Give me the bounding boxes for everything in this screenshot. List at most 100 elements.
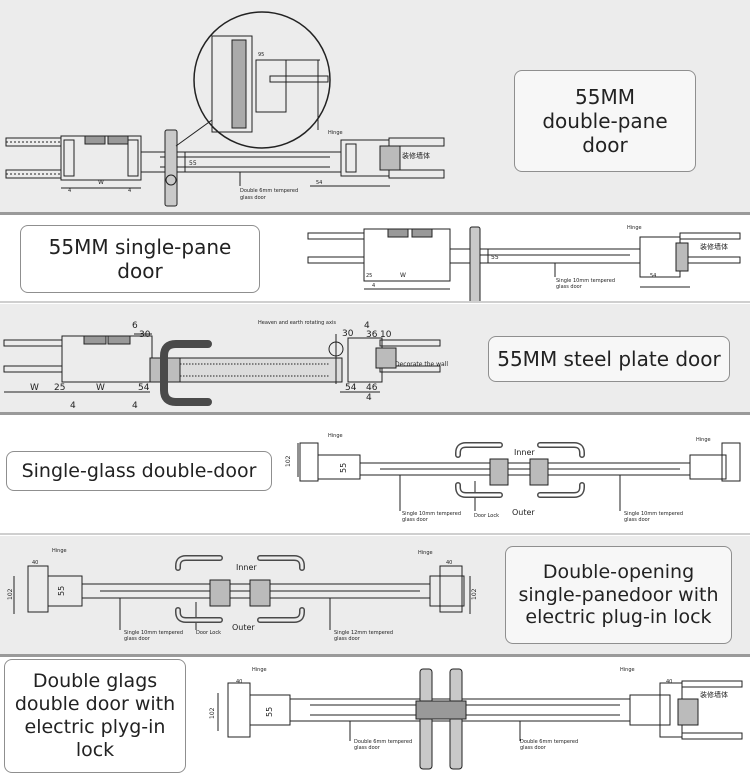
- title-line-1: 55MM single-pane: [48, 235, 232, 259]
- title-line-2: door: [117, 259, 163, 283]
- panel-title-box: 55MM double-pane door: [514, 70, 696, 172]
- single-glass-double-door-drawing: Hinge Hinge Inner Outer Door Lock Single…: [285, 433, 741, 523]
- divider: [0, 212, 750, 215]
- panel-title-box: 55MM steel plate door: [488, 336, 730, 382]
- glass-note-line-1: Double 6mm tempered: [240, 188, 298, 194]
- dim-55: 55: [57, 586, 66, 596]
- dim-4b: 4: [128, 188, 131, 194]
- glass-right-line-2: glass door: [334, 636, 361, 642]
- wall-label: 装修墙体: [402, 151, 430, 160]
- title-line-1: 55MM steel plate door: [497, 347, 721, 371]
- outer-label: Outer: [512, 508, 535, 517]
- dim-55: 55: [189, 160, 197, 167]
- hinge-label: Hinge: [328, 130, 343, 136]
- dim-10: 10: [380, 330, 392, 340]
- inner-label: Inner: [514, 448, 535, 457]
- title-line-2: single-panedoor with: [518, 583, 719, 606]
- hinge-label-right: Hinge: [620, 667, 635, 673]
- title-line-4: lock: [75, 738, 115, 761]
- divider: [0, 533, 750, 535]
- w-dimension-2: W: [96, 383, 105, 393]
- panel-steel-plate-door: Heaven and earth rotating axis Decorate …: [0, 304, 750, 412]
- glass-right-line-1: Double 6mm tempered: [520, 739, 578, 745]
- dim-55: 55: [491, 254, 499, 261]
- dim-4-top: 4: [364, 321, 370, 331]
- dim-102: 102: [285, 455, 292, 467]
- inner-label: Inner: [236, 563, 257, 572]
- dim-40-right: 40: [446, 560, 452, 566]
- dim-36: 36: [366, 330, 378, 340]
- wall-label: 装修墙体: [700, 242, 728, 251]
- w-dimension: W: [400, 272, 406, 279]
- hinge-label-left: Hinge: [328, 433, 343, 439]
- glass-right-line-1: Single 10mm tempered: [624, 511, 683, 517]
- dim-40-right: 40: [666, 679, 672, 685]
- glass-note-line-2: glass door: [240, 195, 267, 201]
- divider: [0, 412, 750, 415]
- title-line-2: double door with: [14, 693, 176, 716]
- title-line-2: double-pane: [542, 109, 668, 133]
- dim-54: 54: [316, 180, 322, 186]
- door-lock-label: Door Lock: [196, 630, 221, 636]
- dim-54: 54: [650, 273, 656, 279]
- glass-right-line-2: glass door: [520, 745, 547, 751]
- glass-right-line-1: Single 12mm tempered: [334, 630, 393, 636]
- hinge-label-left: Hinge: [52, 548, 67, 554]
- dim-54a: 54: [138, 383, 150, 393]
- title-line-3: electric plug-in lock: [525, 606, 712, 629]
- axis-label: Heaven and earth rotating axis: [258, 320, 336, 326]
- title-line-1: Single-glass double-door: [21, 459, 257, 482]
- panel-single-pane-door: 55MM single-pane door Hinge Single 10mm …: [0, 215, 750, 301]
- glass-left-line-2: glass door: [124, 636, 151, 642]
- w-dimension-1: W: [30, 383, 39, 393]
- dim-25: 25: [366, 273, 372, 279]
- dim-4: 4: [372, 283, 375, 289]
- dim-25: 25: [54, 383, 65, 393]
- dim-30b: 30: [342, 329, 354, 339]
- glass-left-line-2: glass door: [354, 745, 381, 751]
- dim-4b: 4: [132, 401, 138, 411]
- hinge-label-right: Hinge: [418, 550, 433, 556]
- panel-double-glass-double-door: Double glags double door with electric p…: [0, 657, 750, 780]
- dim-40-left: 40: [32, 560, 38, 566]
- dim-95: 95: [258, 52, 264, 58]
- door-lock-label: Door Lock: [474, 513, 499, 519]
- dim-4a: 4: [70, 401, 76, 411]
- double-pane-door-drawing: Hinge Double 6mm tempered glass door 装修墙…: [5, 11, 445, 207]
- divider: [0, 301, 750, 303]
- dim-54b: 54: [345, 383, 357, 393]
- glass-right-line-2: glass door: [624, 517, 651, 523]
- dim-46: 46: [366, 383, 378, 393]
- hinge-label-right: Hinge: [696, 437, 711, 443]
- panel-title-box: Double glags double door with electric p…: [4, 659, 186, 773]
- double-opening-door-drawing: Hinge Hinge Inner Outer Door Lock Single…: [7, 548, 478, 642]
- dim-6: 6: [132, 321, 138, 331]
- hinge-label-left: Hinge: [252, 667, 267, 673]
- panel-title-box: Single-glass double-door: [6, 451, 272, 491]
- dim-55: 55: [265, 707, 274, 717]
- glass-note-line-1: Single 10mm tempered: [556, 278, 615, 284]
- dim-55: 55: [339, 463, 348, 473]
- title-line-1: Double glags: [32, 670, 158, 693]
- dim-102-left: 102: [7, 588, 14, 600]
- dim-102-right: 102: [471, 588, 478, 600]
- panel-single-glass-double-door: Single-glass double-door: [0, 415, 750, 533]
- w-dimension: W: [98, 179, 104, 186]
- double-glass-double-door-drawing: Hinge Hinge Double 6mm tempered glass do…: [209, 667, 743, 770]
- panel-title-box: Double-opening single-panedoor with elec…: [505, 546, 732, 644]
- title-line-3: door: [582, 133, 628, 157]
- panel-double-pane-door: Hinge Double 6mm tempered glass door 装修墙…: [0, 0, 750, 212]
- dim-4c: 4: [366, 393, 372, 403]
- divider: [0, 654, 750, 657]
- glass-left-line-2: glass door: [402, 517, 429, 523]
- single-pane-door-drawing: Hinge Single 10mm tempered glass door 装修…: [307, 225, 741, 301]
- glass-left-line-1: Single 10mm tempered: [402, 511, 461, 517]
- glass-note-line-2: glass door: [556, 284, 583, 290]
- dim-30a: 30: [139, 330, 151, 340]
- dim-102: 102: [209, 707, 216, 719]
- title-line-3: electric plyg-in: [24, 716, 166, 738]
- title-line-1: Double-opening: [542, 560, 695, 583]
- wall-label: 装修墙体: [700, 690, 728, 699]
- glass-left-line-1: Double 6mm tempered: [354, 739, 412, 745]
- title-line-1: 55MM: [575, 85, 635, 109]
